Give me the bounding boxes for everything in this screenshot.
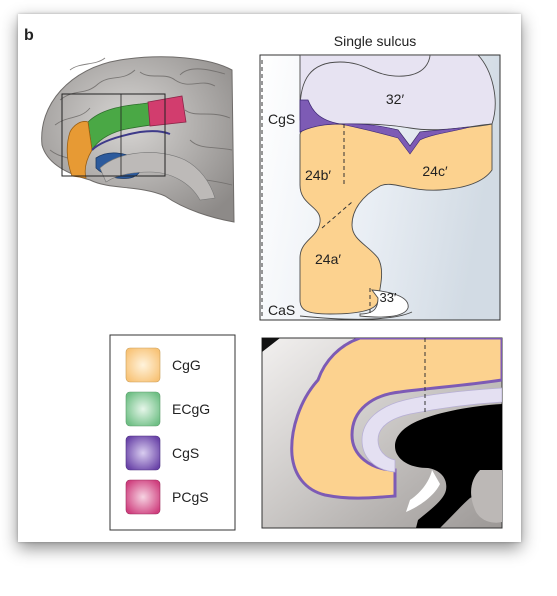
legend-swatch-ecgg: [125, 391, 161, 427]
legend-label-cgg: CgG: [172, 357, 201, 373]
figure-card: b Single sulcus: [18, 14, 521, 542]
legend-label-cgs: CgS: [172, 445, 199, 461]
legend-swatch-pcgs: [125, 479, 161, 515]
legend-item-ecgg: ECgG: [125, 391, 210, 427]
legend: CgG ECgG CgS PCgS: [109, 334, 236, 531]
label-24c: 24c′: [422, 163, 448, 179]
legend-swatch-cgg: [125, 347, 161, 383]
legend-item-pcgs: PCgS: [125, 479, 209, 515]
legend-label-ecgg: ECgG: [172, 401, 210, 417]
legend-item-cgs: CgS: [125, 435, 199, 471]
legend-label-pcgs: PCgS: [172, 489, 209, 505]
label-24b: 24b′: [305, 167, 331, 183]
diagram-title: Single sulcus: [334, 33, 417, 49]
panel-label: b: [24, 27, 34, 44]
legend-item-cgg: CgG: [125, 347, 201, 383]
label-33: 33′: [380, 290, 397, 305]
label-24a: 24a′: [315, 251, 341, 267]
single-sulcus-diagram: 32′ 24b′ 24c′ 24a′ 33′ CgS CaS: [259, 54, 501, 321]
label-32: 32′: [386, 91, 405, 107]
legend-swatch-cgs: [125, 435, 161, 471]
figure-svg: b Single sulcus: [24, 27, 503, 531]
label-cas: CaS: [268, 302, 295, 318]
brain-thumbnail: [41, 56, 235, 223]
label-cgs: CgS: [268, 111, 295, 127]
cross-section-schematic: [261, 337, 503, 529]
